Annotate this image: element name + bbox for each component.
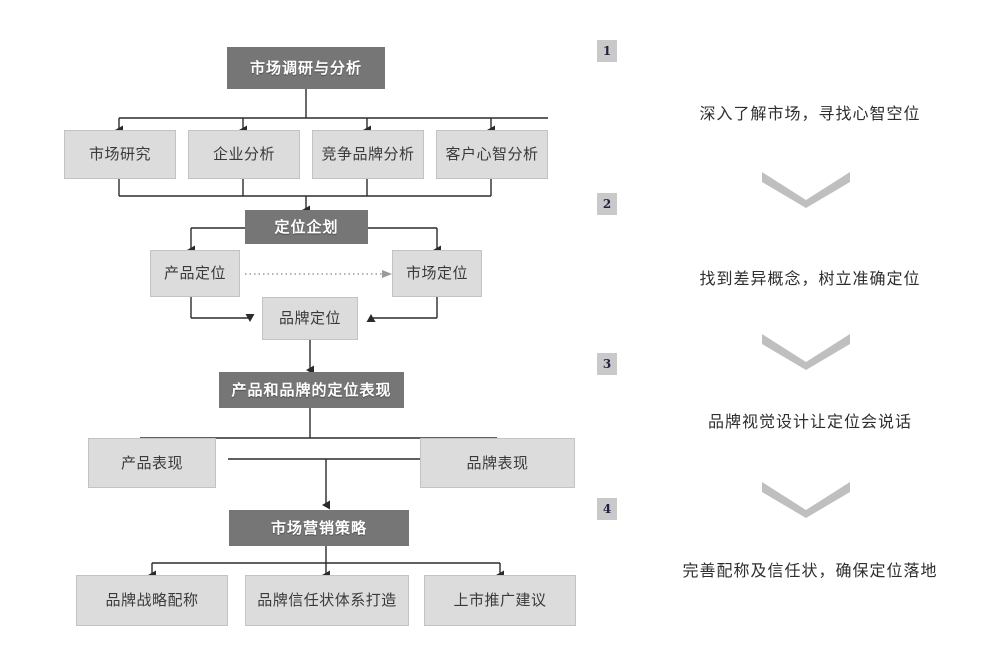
stage-1-child-customer-mind-analysis-label: 客户心智分析 [445, 145, 539, 164]
stage-4-header-label: 市场营销策略 [270, 518, 367, 537]
note-stage-2: 找到差异概念，树立准确定位 [680, 265, 940, 289]
step-badge-4: 4 [597, 498, 617, 520]
stage-1-child-competitor-brand-analysis-label: 竞争品牌分析 [321, 145, 415, 164]
stage-4-header-box[interactable]: 市场营销策略 [229, 510, 409, 546]
stage-2-header-label: 定位企划 [274, 217, 339, 236]
stage-3-header-label: 产品和品牌的定位表现 [231, 380, 392, 399]
step-badge-3-label: 3 [602, 357, 612, 371]
stage-4-child-brand-strategy-alignment[interactable]: 品牌战略配称 [76, 575, 228, 626]
chevron-down-icon-1 [760, 168, 852, 212]
note-stage-4: 完善配称及信任状，确保定位落地 [672, 557, 948, 581]
stage-2-header-box[interactable]: 定位企划 [245, 210, 368, 244]
stage-1-child-market-research[interactable]: 市场研究 [64, 130, 176, 179]
stage-1-child-market-research-label: 市场研究 [88, 145, 151, 164]
step-badge-2: 2 [597, 193, 617, 215]
stage-2-child-market-positioning-label: 市场定位 [405, 264, 468, 283]
step-badge-1: 1 [597, 40, 617, 62]
stage-4-child-brand-credentials-system-label: 品牌信任状体系打造 [257, 591, 397, 610]
stage-2-child-market-positioning[interactable]: 市场定位 [392, 250, 482, 297]
note-stage-4-label: 完善配称及信任状，确保定位落地 [682, 561, 938, 580]
stage-3-child-brand-expression[interactable]: 品牌表现 [420, 438, 575, 488]
step-badge-1-label: 1 [602, 44, 612, 58]
note-stage-1-label: 深入了解市场，寻找心智空位 [699, 104, 921, 123]
stage-3-child-product-expression-label: 产品表现 [120, 453, 183, 472]
stage-1-header-label: 市场调研与分析 [249, 58, 362, 77]
step-badge-4-label: 4 [602, 502, 612, 516]
step-badge-2-label: 2 [602, 197, 612, 211]
note-stage-3-label: 品牌视觉设计让定位会说话 [707, 412, 912, 431]
dotted-link-product-to-market [245, 270, 392, 278]
stage-3-header-box[interactable]: 产品和品牌的定位表现 [219, 372, 404, 408]
stage-4-child-brand-credentials-system[interactable]: 品牌信任状体系打造 [245, 575, 409, 626]
note-stage-2-label: 找到差异概念，树立准确定位 [699, 269, 921, 288]
note-stage-1: 深入了解市场，寻找心智空位 [680, 100, 940, 124]
stage-2-child-brand-positioning[interactable]: 品牌定位 [262, 297, 358, 340]
stage-3-child-product-expression[interactable]: 产品表现 [88, 438, 216, 488]
note-stage-3: 品牌视觉设计让定位会说话 [680, 408, 940, 432]
stage-1-child-competitor-brand-analysis[interactable]: 竞争品牌分析 [312, 130, 424, 179]
stage-1-child-customer-mind-analysis[interactable]: 客户心智分析 [436, 130, 548, 179]
stage-4-child-launch-promotion-advice-label: 上市推广建议 [453, 591, 547, 610]
stage-1-child-enterprise-analysis[interactable]: 企业分析 [188, 130, 300, 179]
chevron-down-icon-2 [760, 330, 852, 374]
chevron-down-icon-3 [760, 478, 852, 522]
stage-2-child-product-positioning-label: 产品定位 [163, 264, 226, 283]
stage-4-child-brand-strategy-alignment-label: 品牌战略配称 [105, 591, 199, 610]
stage-3-child-brand-expression-label: 品牌表现 [466, 453, 529, 472]
step-badge-3: 3 [597, 353, 617, 375]
stage-1-header-box[interactable]: 市场调研与分析 [227, 47, 385, 89]
stage-2-child-product-positioning[interactable]: 产品定位 [150, 250, 240, 297]
stage-4-child-launch-promotion-advice[interactable]: 上市推广建议 [424, 575, 576, 626]
stage-1-child-enterprise-analysis-label: 企业分析 [212, 145, 275, 164]
stage-2-child-brand-positioning-label: 品牌定位 [278, 309, 341, 328]
